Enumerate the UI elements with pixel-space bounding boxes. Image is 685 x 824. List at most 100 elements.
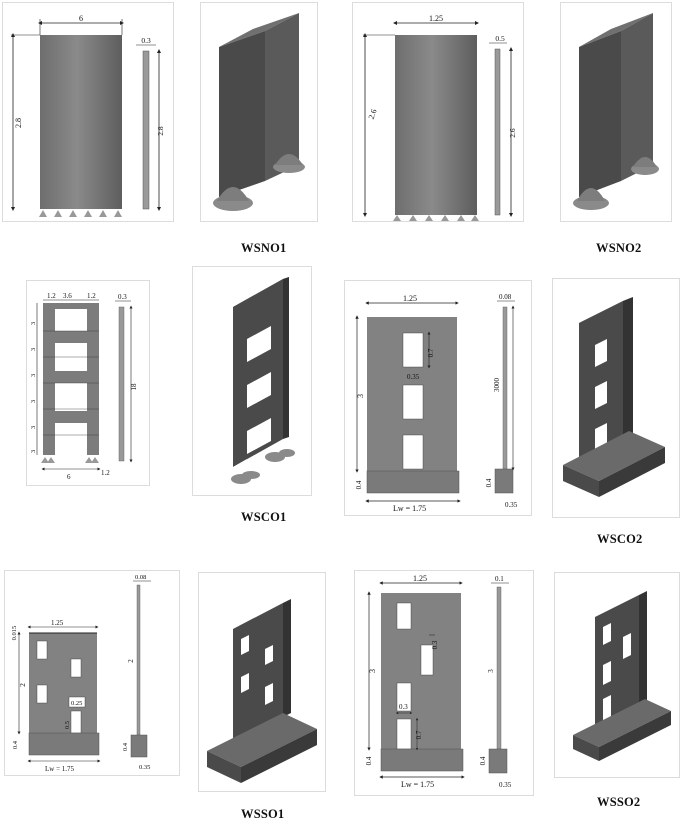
svg-text:3: 3 <box>30 348 37 351</box>
width-label: 1.25 <box>403 294 417 303</box>
wsno2-elevation-drawing: 1.25 2.6 0.5 2.6 <box>363 14 517 221</box>
svg-text:3: 3 <box>30 374 37 377</box>
side-height-label: 2.6 <box>508 128 517 138</box>
wall-face <box>395 35 477 215</box>
wsno1-elevation-drawing: 6 2.8 0.3 2.8 <box>11 14 165 217</box>
footing-height-label: 0.4 <box>355 480 363 489</box>
base-label: Lw = 1.75 <box>401 780 434 789</box>
support-triangles <box>41 457 99 463</box>
side-height-label: 2.8 <box>156 126 165 136</box>
side-section <box>494 48 501 216</box>
wsso1-elevation-drawing: 1.25 0.015 2 0.25 0.5 0.4 Lw = 1.75 0.08… <box>11 574 151 773</box>
caption-wsso1: WSSO1 <box>241 807 285 821</box>
wsso2-iso-view <box>573 591 671 761</box>
wsco1-elevation-panel: 1.2 3.6 1.2 3 3 3 3 3 3 0.3 18 6 1.2 <box>26 280 150 486</box>
side-height-label: 3 <box>487 669 495 673</box>
thickness-label: 0.1 <box>495 575 504 583</box>
wsno2-iso-view <box>573 13 659 210</box>
opening-height-label: 0.7 <box>427 348 435 357</box>
side-footing-width-label: 0.35 <box>505 501 518 509</box>
annotation-2: 0.5 <box>64 721 71 729</box>
base-right-label: 1.2 <box>101 469 110 477</box>
side-footing <box>488 748 508 774</box>
opening-c-label: 0.7 <box>415 730 423 739</box>
svg-text:3: 3 <box>30 426 37 429</box>
side-footing <box>494 468 514 494</box>
support-triangles <box>39 210 122 217</box>
side-footing-height-label: 0.4 <box>485 478 493 487</box>
right-pier-label: 1.2 <box>87 292 96 300</box>
opening-b-label: 0.3 <box>399 703 408 711</box>
base-label: Lw = 1.75 <box>393 504 426 513</box>
width-label: 1.25 <box>413 574 427 583</box>
width-label: 6 <box>79 14 83 23</box>
wsco2-iso-view <box>563 297 665 497</box>
wsco1-elevation-drawing: 1.2 3.6 1.2 3 3 3 3 3 3 0.3 18 6 1.2 <box>30 292 138 481</box>
wsco1-iso-view <box>231 277 295 487</box>
caption-wsso2: WSSO2 <box>597 795 641 809</box>
width-label: 1.25 <box>51 619 64 627</box>
top-label: 0.015 <box>11 626 18 641</box>
annotation-1: 0.25 <box>71 700 82 707</box>
side-footing-width-label: 0.35 <box>499 781 512 789</box>
wsco2-elevation-panel: 1.25 0.7 0.35 3 0.4 Lw = 1.75 0.08 3000 … <box>344 280 532 516</box>
side-section <box>118 306 125 462</box>
iso-openings <box>595 339 607 451</box>
side-section <box>142 50 150 210</box>
wsso1-iso-view <box>207 599 317 783</box>
wsso2-elevation-panel: 1.25 0.3 0.3 0.7 3 0.4 Lw = 1.75 0.1 3 0… <box>354 570 534 796</box>
wsno1-elevation-panel: 6 2.8 0.3 2.8 <box>2 2 174 222</box>
caption-wsco1: WSCO1 <box>241 510 287 524</box>
wsso2-elevation-drawing: 1.25 0.3 0.3 0.7 3 0.4 Lw = 1.75 0.1 3 0… <box>365 574 512 789</box>
wsno1-iso-panel <box>200 2 318 222</box>
left-pier-label: 1.2 <box>47 292 56 300</box>
storey-lines <box>43 330 99 436</box>
wsno2-iso-panel <box>560 2 672 222</box>
caption-wsno2: WSNO2 <box>596 241 642 255</box>
height-label: 2 <box>18 683 27 687</box>
svg-text:3: 3 <box>30 322 37 325</box>
height-label: 2.8 <box>14 118 23 128</box>
caption-wsno1: WSNO1 <box>241 241 287 255</box>
thickness-label: 0.08 <box>135 574 146 581</box>
side-footing-height-label: 0.4 <box>122 742 129 751</box>
wall-openings <box>402 332 424 470</box>
height-label: 2.6 <box>367 108 379 120</box>
wsco2-elevation-drawing: 1.25 0.7 0.35 3 0.4 Lw = 1.75 0.08 3000 … <box>355 293 518 513</box>
side-section <box>502 306 508 470</box>
opening-a-label: 0.3 <box>431 640 439 649</box>
side-height-label: 2 <box>127 659 135 663</box>
side-section <box>496 586 502 750</box>
total-height-label: 18 <box>130 383 138 391</box>
side-footing <box>130 734 148 758</box>
base-span-label: 6 <box>67 473 71 481</box>
height-label: 3 <box>356 394 365 398</box>
side-section <box>136 584 141 736</box>
thickness-label: 0.5 <box>495 34 505 43</box>
wsco1-iso-panel <box>192 266 312 496</box>
wsno2-elevation-panel: 1.25 2.6 0.5 2.6 <box>352 2 524 222</box>
support-triangles <box>393 215 479 221</box>
footing-height-label: 0.4 <box>365 756 373 765</box>
iso-openings <box>247 326 271 454</box>
iso-openings <box>603 623 631 721</box>
svg-text:3: 3 <box>30 450 37 453</box>
thickness-label: 0.08 <box>499 293 512 301</box>
footing-height-label: 0.4 <box>12 740 19 749</box>
footing <box>28 732 100 756</box>
wall-openings <box>396 602 434 750</box>
wall-face <box>40 35 122 209</box>
width-label: 1.25 <box>429 14 443 23</box>
footing <box>366 470 460 494</box>
side-footing-height-label: 0.4 <box>479 756 487 765</box>
iso-openings <box>241 635 273 705</box>
storey-labels: 3 3 3 3 3 3 <box>30 322 37 453</box>
wsso1-iso-panel <box>198 572 326 792</box>
base-label: Lw = 1.75 <box>45 765 75 773</box>
wsno1-iso-view <box>213 13 305 211</box>
thickness-label: 0.3 <box>141 36 151 45</box>
caption-wsco2: WSCO2 <box>597 532 643 546</box>
footing <box>380 748 464 772</box>
thickness-label: 0.3 <box>118 293 127 301</box>
wsco2-iso-panel <box>552 278 680 518</box>
